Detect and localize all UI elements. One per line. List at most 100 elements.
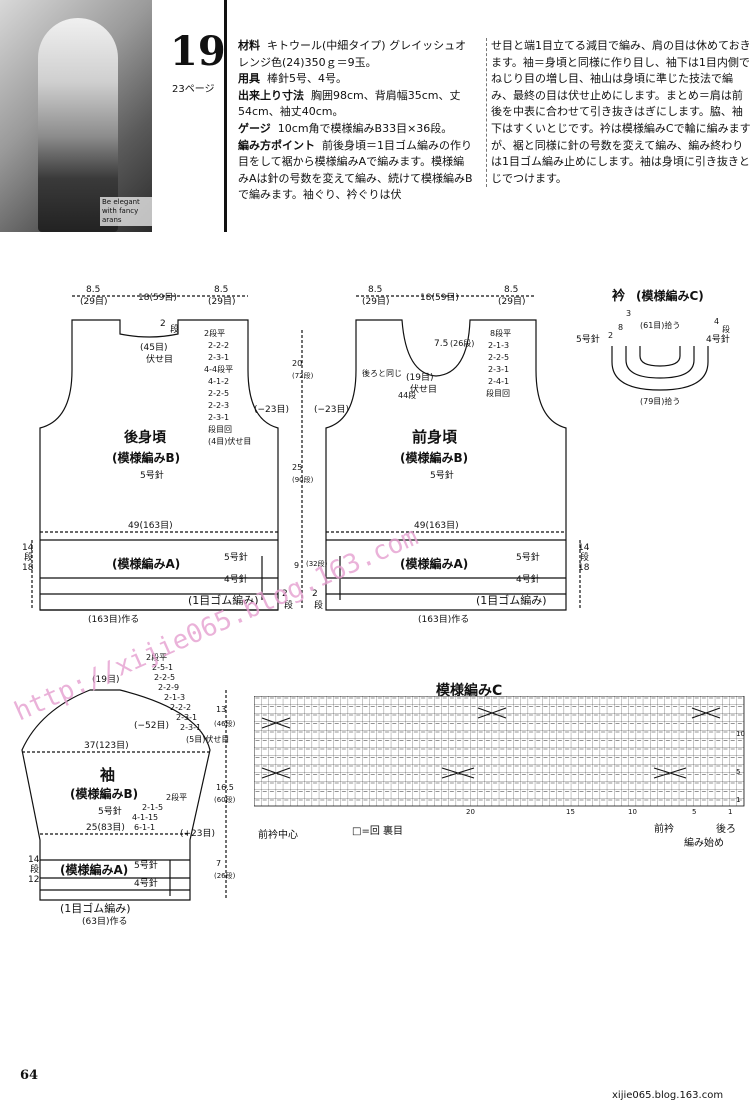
svg-text:20: 20 [292,359,302,368]
svg-text:2-3-1: 2-3-1 [208,353,229,362]
svg-text:(26段): (26段) [214,871,236,880]
tools-text: 棒針5号、4号。 [267,72,347,86]
svg-text:(19目): (19目) [406,372,433,383]
svg-text:5号針: 5号針 [134,859,158,871]
svg-text:(60段): (60段) [214,795,236,804]
svg-text:8.5: 8.5 [86,285,100,295]
chart-legend: □=回 裏目 [352,826,404,837]
svg-text:2: 2 [282,589,288,599]
svg-text:(79目)拾う: (79目)拾う [640,396,680,406]
svg-text:25: 25 [292,463,302,472]
svg-text:(163目)作る: (163目)作る [88,613,139,625]
svg-text:2-3-1: 2-3-1 [208,413,229,422]
svg-text:5号針: 5号針 [98,805,122,817]
svg-text:(−23目): (−23目) [254,404,289,415]
svg-text:(32段): (32段) [306,559,328,568]
svg-text:2-3-1: 2-3-1 [180,723,201,732]
svg-text:(19目): (19目) [92,674,119,685]
svg-text:段: 段 [722,324,730,334]
svg-text:18: 18 [22,563,34,573]
chart-start-label: 編み始め [684,838,724,849]
svg-text:8.5: 8.5 [368,285,382,295]
svg-text:16.5: 16.5 [216,783,234,792]
svg-text:(模様編みA): (模様編みA) [60,862,128,877]
svg-text:2-1-3: 2-1-3 [488,341,509,350]
svg-text:(1目ゴム編み): (1目ゴム編み) [188,593,259,607]
svg-text:4号針: 4号針 [706,333,730,345]
svg-text:2-2-5: 2-2-5 [208,389,229,398]
svg-text:2-2-5: 2-2-5 [154,673,175,682]
svg-text:8.5: 8.5 [504,285,518,295]
svg-text:13: 13 [216,705,226,714]
svg-text:18(59目): 18(59目) [138,292,177,303]
chart-title: 模様編みC [436,683,503,699]
svg-text:(模様編みA): (模様編みA) [400,556,468,571]
svg-text:伏せ目: 伏せ目 [146,353,173,365]
footer-url: xijie065.blog.163.com [612,1090,724,1101]
points-text: 前後身頃＝1目ゴム編みの作り目をして裾から模様編みAで編みます。模様編みAは針の… [238,138,473,202]
svg-text:25(83目): 25(83目) [86,822,125,833]
page-ref: 23ページ [172,84,215,95]
svg-text:7: 7 [216,859,221,868]
size-text: 胸囲98cm、背肩幅35cm、丈54cm、袖丈40cm。 [238,88,461,119]
back-body-outline [39,319,279,611]
svg-text:(29目): (29目) [362,296,389,307]
svg-text:20: 20 [466,808,475,816]
svg-text:2-1-5: 2-1-5 [142,803,163,812]
svg-text:段: 段 [24,551,33,563]
materials-label: 材料 [238,39,260,52]
svg-text:前身頃: 前身頃 [412,428,458,446]
svg-text:(61目)拾う: (61目)拾う [640,320,680,330]
svg-text:2: 2 [608,331,613,340]
materials-text: キトウール(中細タイプ) グレイッシュオレンジ色(24)350ｇ＝9玉。 [238,39,467,69]
header-divider [224,0,227,232]
svg-text:(63目)作る: (63目)作る [82,915,127,927]
chart-back-label: 後ろ [716,824,736,835]
svg-text:10: 10 [628,808,637,816]
svg-text:(26段): (26段) [450,338,474,348]
svg-text:袖: 袖 [100,766,115,784]
svg-text:伏せ目: 伏せ目 [410,383,437,395]
svg-text:5号針: 5号針 [430,469,454,481]
svg-text:(1目ゴム編み): (1目ゴム編み) [476,593,547,607]
points-label: 編み方ポイント [238,138,315,152]
svg-text:(模様編みB): (模様編みB) [70,786,138,801]
svg-text:6-1-1: 6-1-1 [134,823,155,832]
svg-text:14: 14 [578,543,590,553]
page-number: 64 [20,1068,39,1083]
svg-text:1: 1 [728,808,732,816]
svg-text:8: 8 [618,323,623,332]
svg-text:2-3-1: 2-3-1 [176,713,197,722]
svg-text:4-1-15: 4-1-15 [132,813,158,822]
svg-text:2段平: 2段平 [204,328,225,338]
svg-text:49(163目): 49(163目) [128,520,173,531]
body-diagrams: 8.5 (29目) 18(59目) 8.5 (29目) 2 段 (45目) 伏せ… [22,285,730,625]
svg-text:5号針: 5号針 [224,551,248,563]
svg-text:15: 15 [566,808,575,816]
front-body-outline [325,319,567,611]
svg-text:後ろと同じ: 後ろと同じ [362,368,402,378]
svg-text:後身頃: 後身頃 [124,429,167,446]
gauge-label: ゲージ [238,121,271,135]
svg-text:5: 5 [736,768,740,776]
svg-text:(29目): (29目) [498,296,525,307]
svg-text:2段平: 2段平 [166,792,187,802]
tools-label: 用具 [238,72,260,86]
svg-text:4号針: 4号針 [516,573,540,585]
svg-text:2-3-1: 2-3-1 [488,365,509,374]
svg-text:(模様編みB): (模様編みB) [400,450,468,465]
chart-front-neck-label: 前衿 [654,824,674,835]
svg-text:2-2-5: 2-2-5 [488,353,509,362]
svg-text:(29目): (29目) [208,296,235,307]
svg-text:(46段): (46段) [214,719,236,728]
svg-text:(+23目): (+23目) [180,828,215,839]
svg-text:37(123目): 37(123目) [84,740,129,751]
svg-text:(模様編みC): (模様編みC) [636,288,704,303]
svg-text:(72段): (72段) [292,371,314,380]
instructions-col2: せ目と端1目立てる減目で編み、肩の目は休めておきます。袖＝身頃と同様に作り目し、… [486,38,750,188]
svg-text:(−52目): (−52目) [134,720,169,731]
svg-text:2: 2 [312,589,318,599]
svg-text:(5目)伏せ目: (5目)伏せ目 [186,734,229,744]
photo-caption: Be elegant with fancy arans [100,197,152,226]
svg-text:(−23目): (−23目) [314,404,349,415]
